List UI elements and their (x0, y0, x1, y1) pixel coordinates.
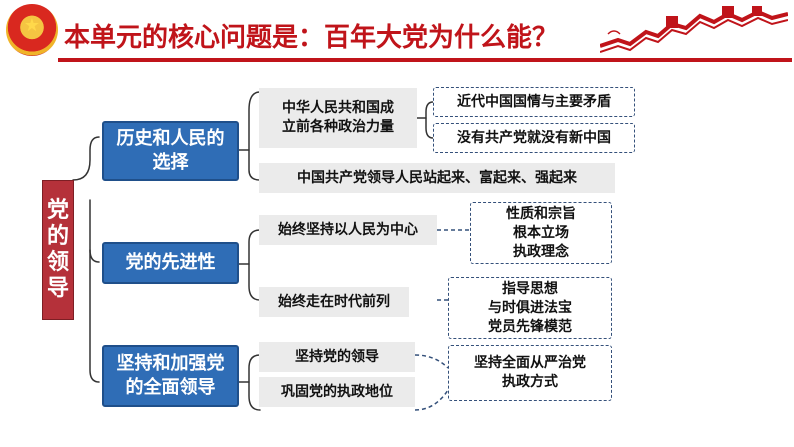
node-uphold-leadership: 坚持党的领导 (259, 342, 415, 372)
branch-history-choice: 历史和人民的 选择 (102, 121, 239, 181)
detail-guiding-thought: 指导思想 与时俱进法宝 党员先锋模范 (448, 277, 612, 339)
great-wall-icon (600, 6, 788, 53)
national-emblem-icon: ★ (6, 4, 58, 56)
node-consolidate-governance: 巩固党的执政地位 (259, 377, 415, 407)
branch-overall-leadership: 坚持和加强党 的全面领导 (102, 345, 239, 407)
node-political-forces: 中华人民共和国成 立前各种政治力量 (259, 88, 417, 148)
detail-strict-governance: 坚持全面从严治党 执政方式 (448, 345, 612, 401)
detail-national-conditions: 近代中国国情与主要矛盾 (433, 87, 635, 117)
root-node: 党 的 领 导 (42, 180, 74, 320)
node-stand-rich-strong: 中国共产党领导人民站起来、富起来、强起来 (259, 163, 615, 193)
detail-no-new-china: 没有共产党就没有新中国 (433, 123, 635, 153)
node-people-centered: 始终坚持以人民为中心 (259, 215, 437, 245)
node-forefront-of-times: 始终走在时代前列 (259, 287, 409, 317)
branch-party-advanced: 党的先进性 (102, 242, 239, 284)
header-divider (58, 58, 792, 62)
page-title: 本单元的核心问题是：百年大党为什么能？ (64, 23, 559, 53)
detail-nature-purpose: 性质和宗旨 根本立场 执政理念 (470, 202, 612, 264)
